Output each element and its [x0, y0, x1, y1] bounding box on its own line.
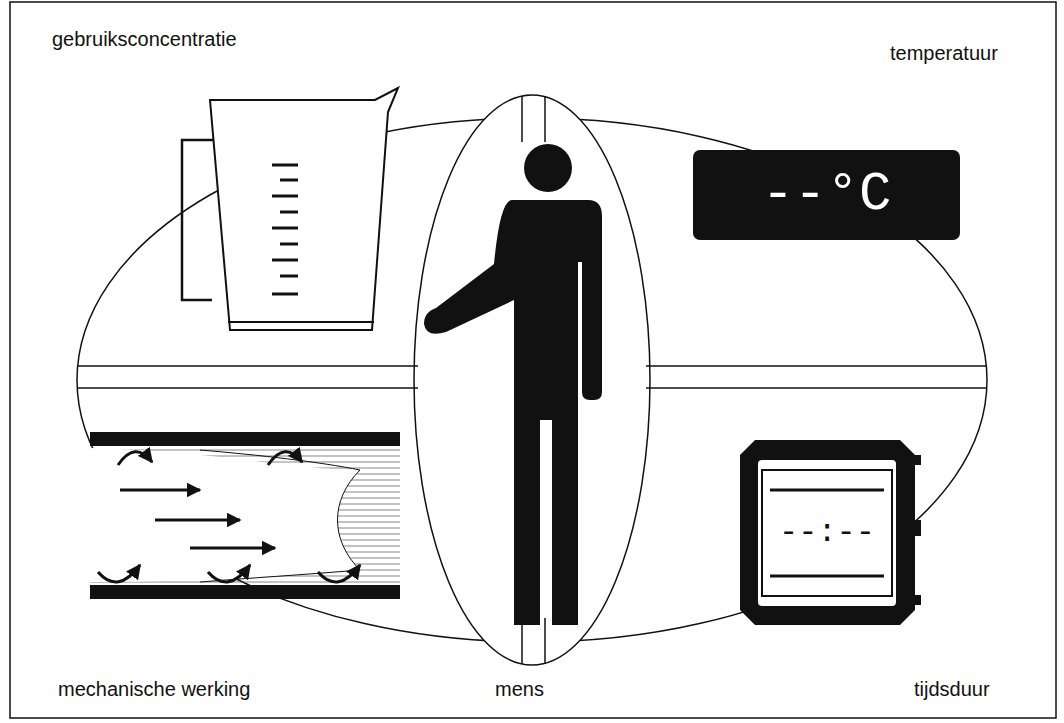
- watch-reading: --:--: [779, 515, 875, 552]
- dividers: [78, 96, 986, 664]
- display-reading: --°C: [762, 164, 892, 226]
- quadrant-label: temperatuur: [890, 42, 998, 65]
- pipe-flow: [90, 432, 400, 599]
- quadrant-label: gebruiksconcentratie: [52, 28, 237, 51]
- center-ellipse: [414, 95, 650, 665]
- temperature-display: [693, 150, 960, 240]
- quadrant-label: mechanische werking: [58, 678, 250, 701]
- person-figure: [424, 144, 602, 625]
- frame: [10, 2, 1056, 718]
- measuring-jug: [182, 88, 398, 330]
- quadrant-label: mens: [495, 678, 544, 701]
- watch: [740, 440, 921, 625]
- quadrant-label: tijdsduur: [914, 678, 990, 701]
